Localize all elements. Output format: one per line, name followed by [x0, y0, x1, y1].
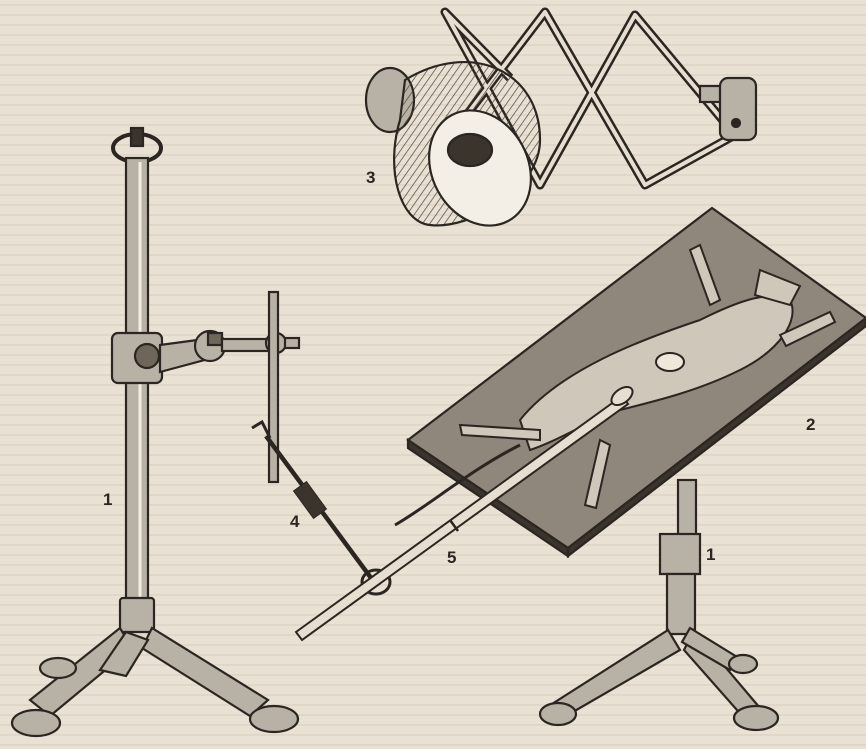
incision	[656, 353, 684, 371]
right-stand-collar	[660, 534, 700, 574]
wall-bracket	[720, 78, 756, 140]
label-lamp: 3	[366, 168, 375, 187]
label-board: 2	[806, 415, 815, 434]
right-foot-left	[540, 703, 576, 725]
clamp-knob	[135, 344, 159, 368]
right-stand-pole	[667, 574, 695, 634]
label-holder-rod: 4	[290, 512, 300, 531]
label-probe: 5	[447, 548, 456, 567]
label-stand-left: 1	[103, 490, 112, 509]
right-foot-back	[729, 655, 757, 673]
stand-foot-right	[250, 706, 298, 732]
stand-foot-back	[40, 658, 76, 678]
stand-ring-knot	[131, 128, 143, 146]
stand-pole	[126, 158, 148, 618]
right-foot-right	[734, 706, 778, 730]
label-stand-right: 1	[706, 545, 715, 564]
stand-collar	[120, 598, 154, 632]
lamp-bulb	[448, 134, 492, 166]
right-stand-top-post	[678, 480, 696, 540]
stand-foot-left	[12, 710, 60, 736]
